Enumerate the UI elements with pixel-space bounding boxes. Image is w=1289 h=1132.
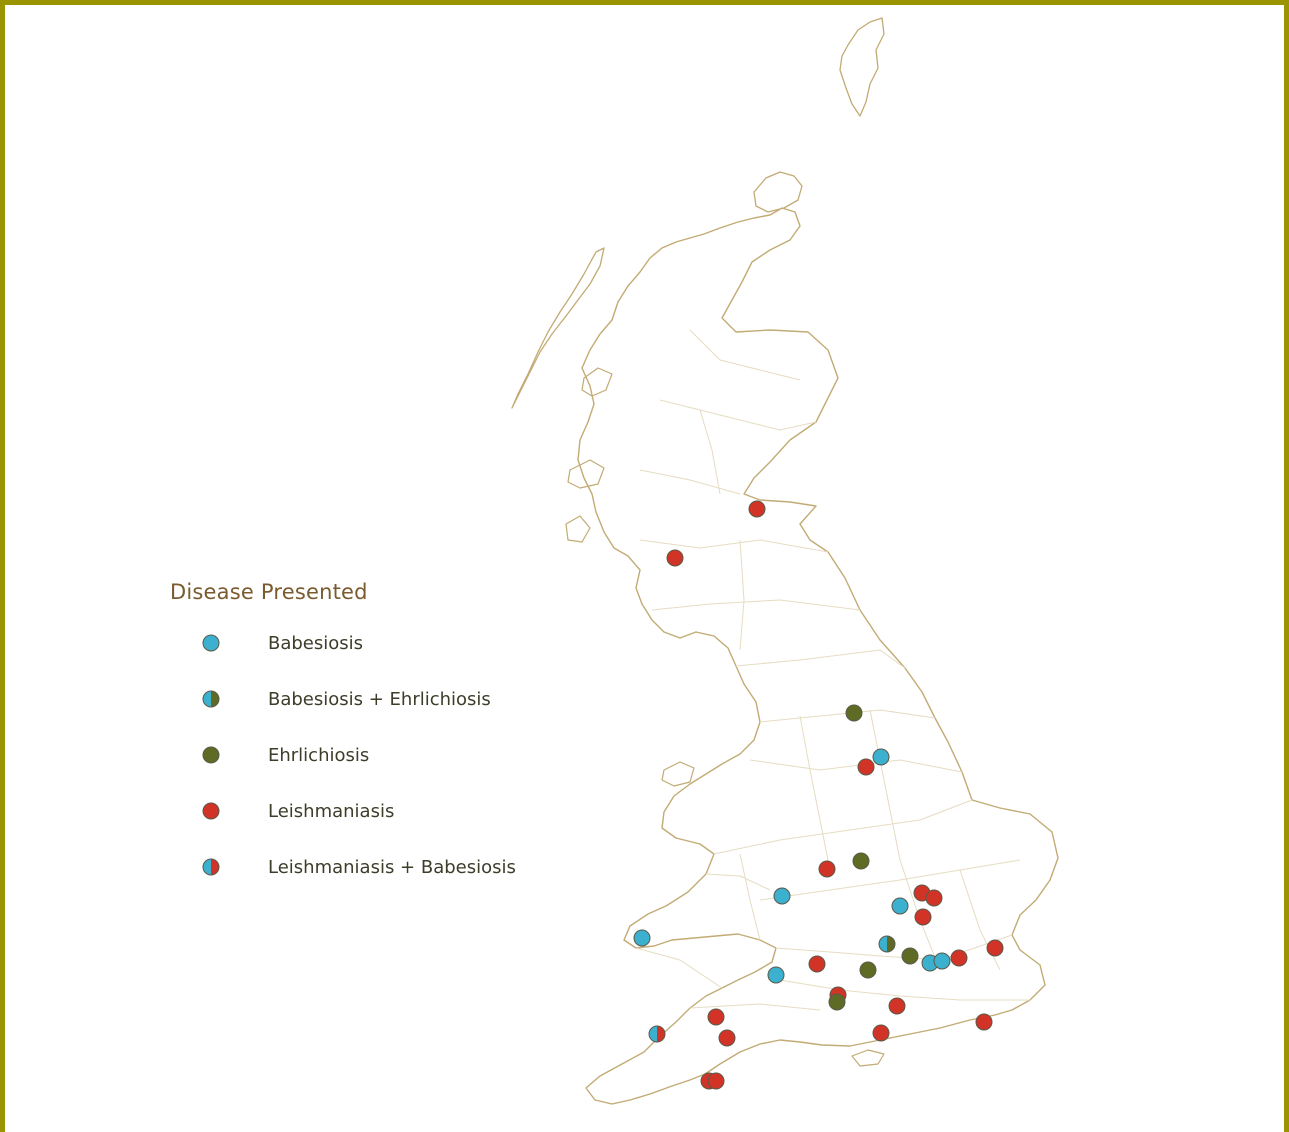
legend-marker-leishmaniasis-babesiosis-left-half <box>203 859 211 875</box>
ehrlichiosis-marker <box>901 947 919 965</box>
legend-title: Disease Presented <box>170 580 368 604</box>
legend-marker-leishmaniasis-babesiosis-right-half <box>211 859 219 875</box>
legend-markers <box>202 634 220 876</box>
legend-label: Babesiosis + Ehrlichiosis <box>268 689 491 710</box>
leishmaniasis-marker <box>707 1008 725 1026</box>
legend-item-leishmaniasis-babesiosis: Leishmaniasis + Babesiosis <box>198 854 598 884</box>
skye-coastline <box>581 367 613 397</box>
legend-marker-babesiosis <box>202 634 220 652</box>
outer-hebrides-coastline <box>511 247 605 409</box>
leishmaniasis-marker <box>872 1024 890 1042</box>
legend-label: Ehrlichiosis <box>268 745 370 766</box>
ehrlichiosis-marker <box>845 704 863 722</box>
ehrlichiosis-marker <box>852 852 870 870</box>
shetland-coastline <box>839 17 885 117</box>
islay-coastline <box>565 515 591 543</box>
leishmaniasis-marker <box>718 1029 736 1047</box>
babesiosis-marker <box>891 897 909 915</box>
legend-marker-babesiosis-ehrlichiosis-left-half <box>203 691 211 707</box>
babesiosis-ehrlichiosis-marker-outline <box>878 935 896 953</box>
legend-marker-babesiosis-ehrlichiosis-right-half <box>211 691 219 707</box>
leishmaniasis-marker <box>707 1072 725 1090</box>
babesiosis-ehrlichiosis-marker <box>878 935 896 953</box>
legend-marker-ehrlichiosis <box>202 746 220 764</box>
leishmaniasis-babesiosis-marker <box>648 1025 666 1043</box>
legend-label: Babesiosis <box>268 633 364 654</box>
babesiosis-ehrlichiosis-marker-right-half <box>887 936 895 952</box>
legend-label: Leishmaniasis <box>268 801 395 822</box>
legend-marker-leishmaniasis <box>202 802 220 820</box>
leishmaniasis-marker <box>950 949 968 967</box>
legend: Disease Presented Babesiosis Babesiosis … <box>170 578 590 898</box>
leishmaniasis-babesiosis-marker-left-half <box>649 1026 657 1042</box>
isle-of-wight-coastline <box>851 1049 885 1067</box>
disease-markers <box>633 500 1004 1090</box>
leishmaniasis-marker <box>914 908 932 926</box>
region-boundaries <box>635 329 1030 1011</box>
anglesey-coastline <box>661 761 695 787</box>
ehrlichiosis-marker <box>859 961 877 979</box>
babesiosis-marker <box>633 929 651 947</box>
legend-marker-leishmaniasis-babesiosis-outline <box>202 858 220 876</box>
leishmaniasis-marker <box>888 997 906 1015</box>
leishmaniasis-marker <box>925 889 943 907</box>
legend-item-babesiosis: Babesiosis <box>198 630 598 660</box>
leishmaniasis-marker <box>986 939 1004 957</box>
leishmaniasis-marker <box>808 955 826 973</box>
leishmaniasis-marker <box>975 1013 993 1031</box>
legend-marker-leishmaniasis-babesiosis <box>202 858 220 876</box>
legend-item-ehrlichiosis: Ehrlichiosis <box>198 742 598 772</box>
leishmaniasis-marker <box>857 758 875 776</box>
babesiosis-ehrlichiosis-marker-left-half <box>879 936 887 952</box>
babesiosis-marker <box>933 952 951 970</box>
leishmaniasis-marker <box>666 549 684 567</box>
ehrlichiosis-marker <box>828 993 846 1011</box>
legend-item-leishmaniasis: Leishmaniasis <box>198 798 598 828</box>
legend-label: Leishmaniasis + Babesiosis <box>268 857 516 878</box>
leishmaniasis-marker <box>818 860 836 878</box>
uk-landmass <box>511 17 1059 1105</box>
leishmaniasis-babesiosis-marker-outline <box>648 1025 666 1043</box>
orkney-coastline <box>753 171 803 213</box>
legend-marker-babesiosis-ehrlichiosis <box>202 690 220 708</box>
babesiosis-marker <box>872 748 890 766</box>
legend-marker-babesiosis-ehrlichiosis-outline <box>202 690 220 708</box>
babesiosis-marker <box>773 887 791 905</box>
babesiosis-marker <box>767 966 785 984</box>
leishmaniasis-babesiosis-marker-right-half <box>657 1026 665 1042</box>
mull-coastline <box>567 459 605 489</box>
legend-item-babesiosis-ehrlichiosis: Babesiosis + Ehrlichiosis <box>198 686 598 716</box>
leishmaniasis-marker <box>748 500 766 518</box>
